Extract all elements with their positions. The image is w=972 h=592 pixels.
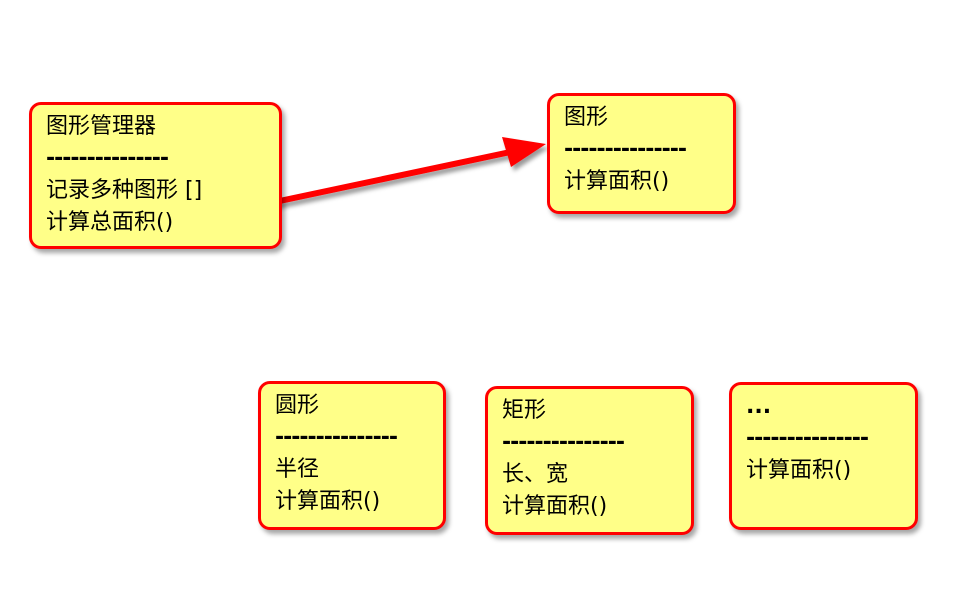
rectangle-box: 矩形 --------------- 长、宽 计算面积() xyxy=(485,386,694,535)
rect-title: 矩形 xyxy=(502,398,547,423)
circle-method: 计算面积() xyxy=(275,489,381,514)
shape-separator: --------------- xyxy=(564,137,687,162)
shape-method: 计算面积() xyxy=(564,169,670,194)
manager-attribute: 记录多种图形 [] xyxy=(46,178,203,203)
manager-method: 计算总面积() xyxy=(46,210,174,235)
shape-manager-box: 图形管理器 --------------- 记录多种图形 [] 计算总面积() xyxy=(29,102,282,249)
circle-title: 圆形 xyxy=(275,393,320,418)
rect-attribute: 长、宽 xyxy=(502,462,569,487)
manager-separator: --------------- xyxy=(46,146,169,171)
other-method: 计算面积() xyxy=(746,458,852,483)
shape-title: 图形 xyxy=(564,105,609,130)
circle-attribute: 半径 xyxy=(275,457,320,482)
circle-box: 圆形 --------------- 半径 计算面积() xyxy=(258,381,446,530)
other-shape-box: ... --------------- 计算面积() xyxy=(729,382,918,530)
shape-box: 图形 --------------- 计算面积() xyxy=(547,93,736,214)
rect-separator: --------------- xyxy=(502,430,625,455)
other-title: ... xyxy=(746,394,772,419)
rect-method: 计算面积() xyxy=(502,494,608,519)
circle-separator: --------------- xyxy=(275,425,398,450)
manager-title: 图形管理器 xyxy=(46,114,157,139)
other-separator: --------------- xyxy=(746,426,869,451)
